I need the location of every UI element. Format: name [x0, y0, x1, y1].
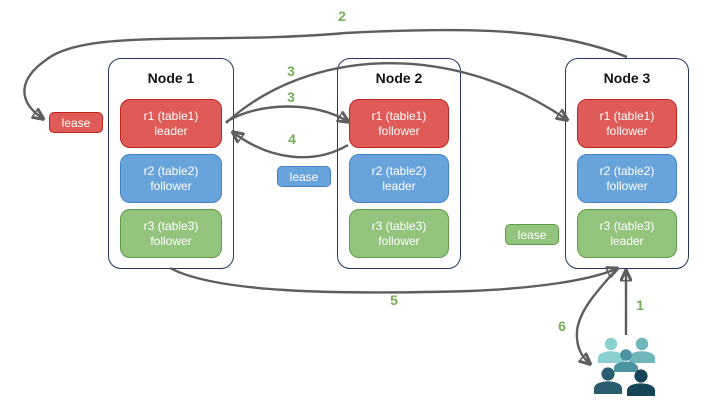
- replica-role: follower: [606, 178, 648, 193]
- step-label-6: 6: [558, 318, 566, 334]
- lease-badge-r3: lease: [505, 224, 559, 245]
- user-front-right: [627, 369, 655, 396]
- user-back-left: [598, 337, 624, 363]
- node-3-title: Node 3: [603, 70, 651, 86]
- step-label-1: 1: [636, 297, 644, 313]
- replica-name: r2 (table2): [599, 163, 655, 178]
- replica-role: leader: [610, 233, 644, 248]
- node-1-box: Node 1 r1 (table1) leader r2 (table2) fo…: [108, 58, 234, 269]
- users-group-icon: [594, 337, 655, 396]
- lease-label: lease: [517, 227, 547, 242]
- node-3-box: Node 3 r1 (table1) follower r2 (table2) …: [565, 58, 689, 269]
- node-2-box: Node 2 r1 (table1) follower r2 (table2) …: [337, 58, 461, 269]
- replica-role: follower: [378, 233, 420, 248]
- replica-name: r1 (table1): [599, 108, 655, 123]
- replica-name: r2 (table2): [143, 163, 199, 178]
- node-2-replica-r3: r3 (table3) follower: [349, 209, 449, 258]
- replica-role: leader: [382, 178, 416, 193]
- step-label-3-lower: 3: [287, 89, 295, 105]
- replica-role: follower: [606, 123, 648, 138]
- step-label-4: 4: [288, 131, 296, 147]
- node-3-replica-r3: r3 (table3) leader: [577, 209, 677, 258]
- replica-name: r1 (table1): [143, 108, 199, 123]
- lease-label: lease: [61, 115, 91, 130]
- lease-badge-r1: lease: [49, 112, 103, 133]
- user-back-right: [629, 337, 655, 363]
- node-3-replica-r1: r1 (table1) follower: [577, 99, 677, 148]
- replica-name: r2 (table2): [371, 163, 427, 178]
- node-3-replica-r2: r2 (table2) follower: [577, 154, 677, 203]
- arrow-step-5: [169, 268, 616, 294]
- replica-role: follower: [378, 123, 420, 138]
- node-2-title: Node 2: [375, 70, 423, 86]
- step-label-2: 2: [338, 8, 346, 24]
- user-front-left: [594, 367, 622, 394]
- replica-name: r3 (table3): [143, 218, 199, 233]
- replica-name: r1 (table1): [371, 108, 427, 123]
- arrow-step-3-to-node2: [225, 105, 347, 123]
- replica-name: r3 (table3): [599, 218, 655, 233]
- replica-role: follower: [150, 178, 192, 193]
- node-1-replica-r3: r3 (table3) follower: [120, 209, 222, 258]
- lease-badge-r2: lease: [277, 166, 331, 187]
- step-label-5: 5: [390, 292, 398, 308]
- node-2-replica-r2: r2 (table2) leader: [349, 154, 449, 203]
- lease-label: lease: [289, 169, 319, 184]
- user-middle: [614, 349, 638, 372]
- replica-name: r3 (table3): [371, 218, 427, 233]
- node-1-replica-r1: r1 (table1) leader: [120, 99, 222, 148]
- node-1-title: Node 1: [147, 70, 195, 86]
- replica-role: leader: [154, 123, 188, 138]
- step-label-3-upper: 3: [287, 63, 295, 79]
- replica-role: follower: [150, 233, 192, 248]
- node-2-replica-r1: r1 (table1) follower: [349, 99, 449, 148]
- node-1-replica-r2: r2 (table2) follower: [120, 154, 222, 203]
